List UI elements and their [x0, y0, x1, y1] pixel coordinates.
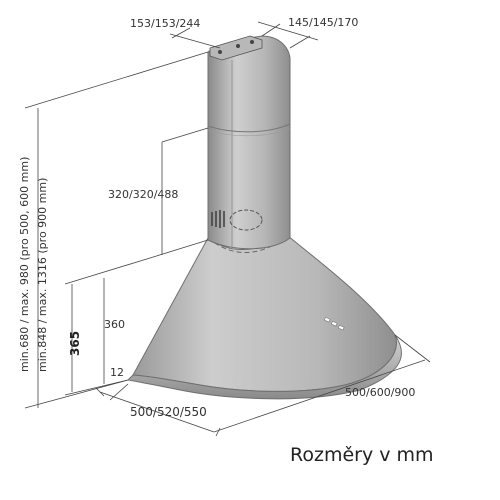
- label-total-height-1: min.680 / max. 980 (pro 500, 600 mm): [18, 157, 31, 372]
- label-hood-height: 365: [68, 331, 82, 356]
- label-total-height-2: min.848 / max. 1316 (pro 900 mm): [36, 178, 49, 372]
- label-cone-height: 360: [104, 318, 125, 331]
- label-rim-height: 12: [110, 366, 124, 379]
- range-hood: [126, 35, 402, 400]
- air-outlet-outline: [229, 209, 263, 231]
- vent-slots: [211, 210, 225, 228]
- label-width: 500/520/550: [130, 405, 207, 419]
- label-depth: 500/600/900: [345, 386, 415, 399]
- dimension-lines: [24, 21, 431, 437]
- label-top-chimney-width: 153/153/244: [130, 17, 200, 30]
- control-buttons: [323, 316, 345, 331]
- label-top-chimney-depth: 145/145/170: [288, 16, 358, 29]
- caption: Rozměry v mm: [290, 444, 434, 466]
- label-chimney-height: 320/320/488: [108, 188, 178, 201]
- mounting-bracket: [209, 35, 263, 61]
- hood-cone: [132, 235, 397, 392]
